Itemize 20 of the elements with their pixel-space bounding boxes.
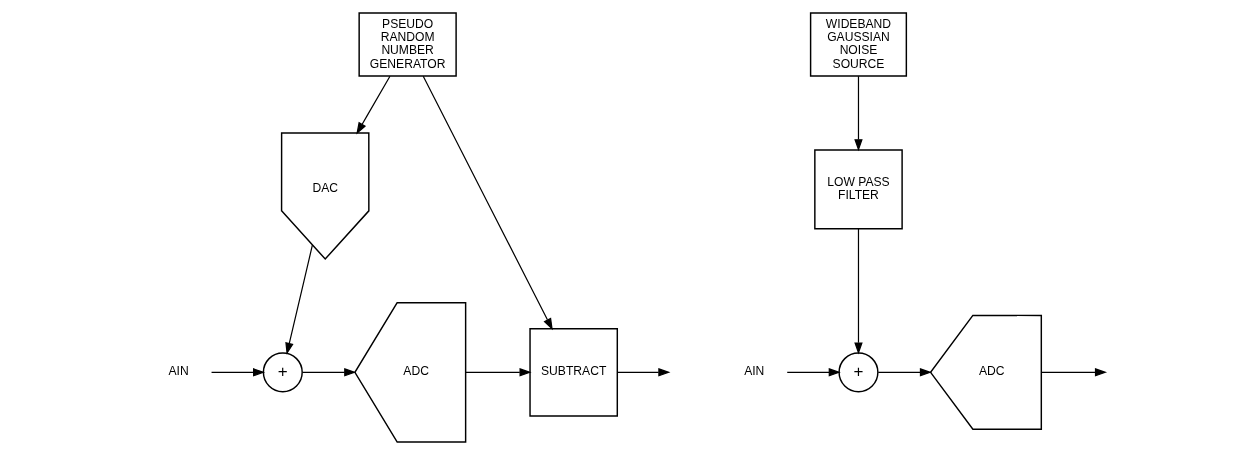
arrow: [464, 368, 532, 377]
node-circle: +: [262, 352, 303, 393]
node-box: WIDEBAND GAUSSIAN NOISE SOURCE: [809, 12, 907, 77]
node-box: LOW PASS FILTER: [813, 149, 903, 230]
arrow: [284, 244, 313, 355]
arrow: [301, 368, 356, 377]
arrow: [422, 75, 553, 331]
arrow: [853, 75, 863, 152]
node-text: AIN: [743, 364, 764, 379]
arrow: [616, 368, 670, 377]
arrow: [355, 75, 391, 135]
node-box: SUBTRACT: [528, 327, 618, 417]
arrow: [210, 368, 265, 377]
arrow: [853, 228, 863, 355]
node-circle: +: [837, 352, 879, 393]
node-box: PSEUDO RANDOM NUMBER GENERATOR: [357, 12, 457, 77]
arrow: [786, 368, 841, 377]
arrow: [877, 368, 932, 377]
arrow: [1040, 368, 1107, 377]
node-text: AIN: [167, 364, 189, 379]
